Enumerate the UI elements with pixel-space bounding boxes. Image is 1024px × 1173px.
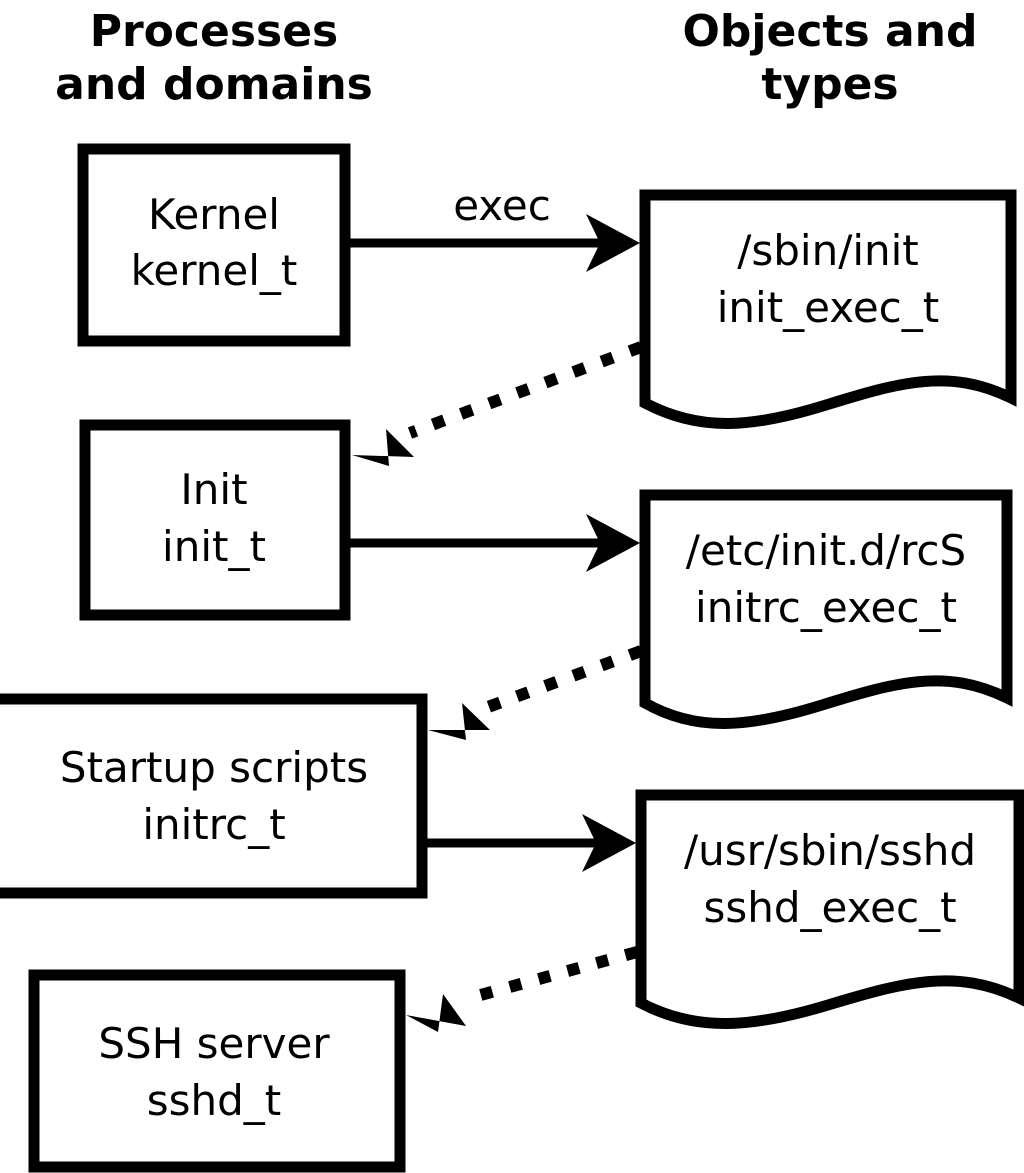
object-node-initrc-exec-shape[interactable] bbox=[639, 489, 1013, 729]
process-node-ssh-server[interactable]: SSH server sshd_t bbox=[28, 969, 406, 1173]
object-node-sshd-exec[interactable]: /usr/sbin/sshd sshd_exec_t bbox=[635, 789, 1024, 1029]
process-node-startup-scripts-box[interactable] bbox=[0, 693, 428, 899]
object-node-sshd-exec-shape[interactable] bbox=[635, 789, 1024, 1029]
process-node-init-box[interactable] bbox=[79, 419, 351, 621]
column-header-objects: Objects and types bbox=[683, 6, 978, 110]
edge-init-to-initrc-exec bbox=[350, 514, 640, 572]
column-header-processes: Processes and domains bbox=[55, 6, 373, 110]
edge-initrc-exec-to-initrc-arrowhead bbox=[428, 703, 490, 740]
process-node-kernel[interactable]: Kernel kernel_t bbox=[77, 143, 351, 347]
process-node-init-line2: init_t bbox=[162, 522, 266, 571]
edge-init-exec-to-init bbox=[352, 341, 644, 466]
process-node-startup-scripts-line1: Startup scripts bbox=[60, 743, 368, 792]
process-node-startup-scripts-line2: initrc_t bbox=[142, 800, 285, 849]
process-node-ssh-server-box[interactable] bbox=[28, 969, 406, 1173]
column-header-processes-line2: and domains bbox=[55, 59, 373, 110]
object-node-sshd-exec-line1: /usr/sbin/sshd bbox=[684, 826, 976, 875]
process-node-init[interactable]: Init init_t bbox=[79, 419, 351, 621]
edge-kernel-to-init-exec: exec bbox=[350, 181, 640, 272]
edge-initrc-to-sshd-exec-arrowhead bbox=[582, 814, 636, 872]
edge-sshd-exec-to-sshd bbox=[406, 946, 639, 1032]
object-node-initrc-exec-line2: initrc_exec_t bbox=[695, 583, 957, 632]
object-node-init-exec-shape[interactable] bbox=[639, 189, 1017, 429]
edge-init-to-initrc-exec-arrowhead bbox=[586, 514, 640, 572]
edge-sshd-exec-to-sshd-arrowhead bbox=[406, 994, 466, 1032]
column-header-processes-line1: Processes bbox=[90, 6, 339, 57]
object-node-initrc-exec-line1: /etc/init.d/rcS bbox=[686, 526, 966, 575]
process-node-kernel-line2: kernel_t bbox=[131, 246, 298, 295]
column-header-objects-line2: types bbox=[761, 59, 898, 110]
edge-init-exec-to-init-line bbox=[407, 341, 644, 439]
edge-sshd-exec-to-sshd-line bbox=[464, 946, 639, 1005]
process-node-startup-scripts[interactable]: Startup scripts initrc_t bbox=[0, 693, 428, 899]
edge-init-exec-to-init-arrowhead bbox=[352, 429, 414, 466]
object-node-init-exec-line1: /sbin/init bbox=[737, 226, 919, 275]
edge-initrc-exec-to-initrc bbox=[428, 645, 644, 740]
edge-initrc-exec-to-initrc-line bbox=[485, 645, 644, 713]
edge-label-exec: exec bbox=[453, 181, 551, 230]
edge-initrc-to-sshd-exec bbox=[427, 814, 636, 872]
process-node-kernel-line1: Kernel bbox=[148, 190, 280, 239]
object-node-initrc-exec[interactable]: /etc/init.d/rcS initrc_exec_t bbox=[639, 489, 1013, 729]
object-node-sshd-exec-line2: sshd_exec_t bbox=[703, 883, 956, 932]
object-node-init-exec[interactable]: /sbin/init init_exec_t bbox=[639, 189, 1017, 429]
object-node-init-exec-line2: init_exec_t bbox=[717, 283, 940, 332]
process-node-kernel-box[interactable] bbox=[77, 143, 351, 347]
column-header-objects-line1: Objects and bbox=[683, 6, 978, 57]
edge-kernel-to-init-exec-arrowhead bbox=[586, 214, 640, 272]
process-node-init-line1: Init bbox=[180, 465, 247, 514]
process-node-ssh-server-line2: sshd_t bbox=[147, 1076, 282, 1125]
process-node-ssh-server-line1: SSH server bbox=[98, 1019, 330, 1068]
